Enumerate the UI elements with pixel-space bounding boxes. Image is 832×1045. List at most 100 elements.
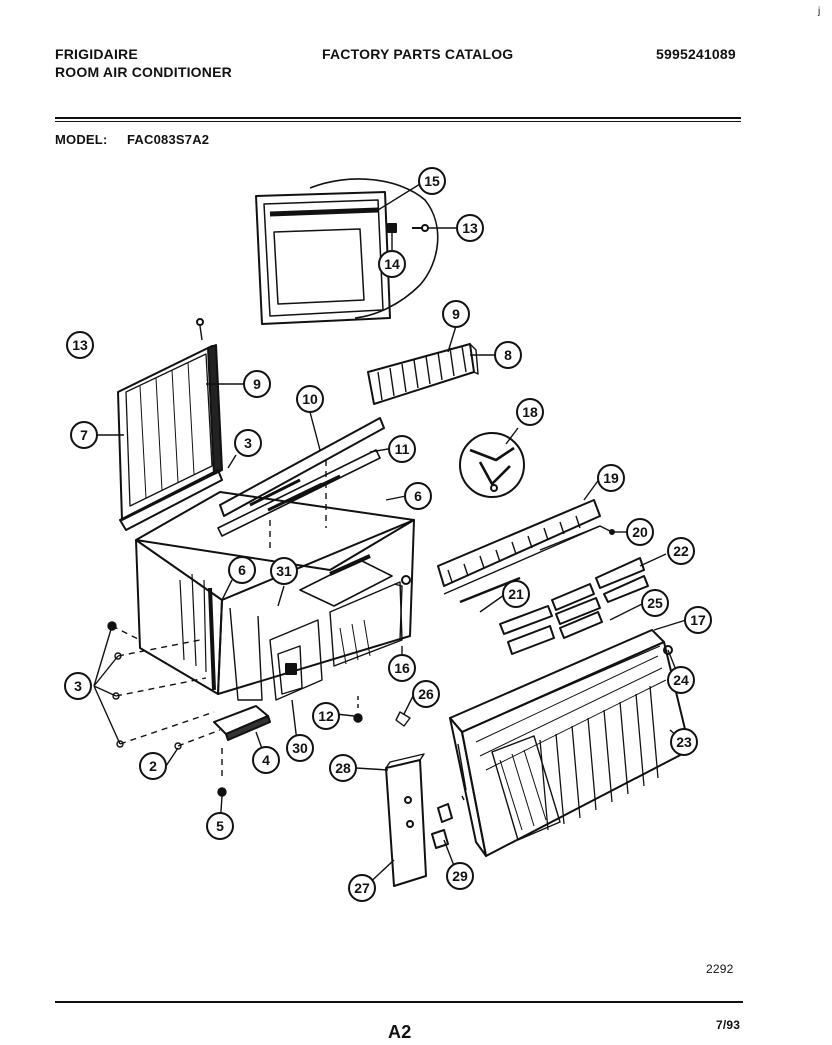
- callout-circle: [446, 862, 474, 890]
- callout-6: 6: [228, 556, 256, 584]
- callout-circle: [70, 421, 98, 449]
- callout-circle: [388, 654, 416, 682]
- callout-circle: [412, 680, 440, 708]
- callout-number: 6: [238, 562, 246, 578]
- leader-lines: [93, 183, 687, 889]
- callout-circle: [442, 300, 470, 328]
- callout-circle: [388, 435, 416, 463]
- footer-rule: [55, 1001, 743, 1003]
- callout-6: 6: [404, 482, 432, 510]
- callout-number: 24: [673, 672, 689, 688]
- callout-8: 8: [494, 341, 522, 369]
- callout-29: 29: [446, 862, 474, 890]
- callout-circle: [66, 331, 94, 359]
- callout-27: 27: [348, 874, 376, 902]
- callout-25: 25: [641, 589, 669, 617]
- callout-number: 10: [302, 391, 318, 407]
- callout-number: 18: [522, 404, 538, 420]
- callout-circle: [312, 702, 340, 730]
- revision-date: 7/93: [716, 1018, 741, 1032]
- callout-number: 9: [452, 306, 460, 322]
- callout-12: 12: [312, 702, 340, 730]
- callout-number: 16: [394, 660, 410, 676]
- callout-number: 2: [149, 758, 157, 774]
- catalog-number: 5995241089: [656, 46, 736, 62]
- callout-23: 23: [670, 728, 698, 756]
- drawing-code: 2292: [706, 962, 734, 976]
- callout-5: 5: [206, 812, 234, 840]
- callout-number: 15: [424, 173, 440, 189]
- callout-number: 17: [690, 612, 706, 628]
- model-label: MODEL:: [55, 132, 108, 147]
- side-panel-drawing: [117, 318, 223, 531]
- callout-17: 17: [684, 606, 712, 634]
- callout-circle: [626, 518, 654, 546]
- callout-circle: [404, 482, 432, 510]
- base-pan-drawing: [213, 705, 271, 741]
- callout-circle: [139, 752, 167, 780]
- callout-number: 12: [318, 708, 334, 724]
- catalog-title: FACTORY PARTS CATALOG: [322, 46, 514, 62]
- callout-circle: [684, 606, 712, 634]
- callout-circle: [270, 557, 298, 585]
- callout-7: 7: [70, 421, 98, 449]
- product-name: ROOM AIR CONDITIONER: [55, 64, 232, 80]
- callout-21: 21: [502, 580, 530, 608]
- callout-number: 29: [452, 868, 468, 884]
- model-value: FAC083S7A2: [127, 132, 210, 147]
- callout-18: 18: [516, 398, 544, 426]
- callout-circle: [252, 746, 280, 774]
- callout-circle: [348, 874, 376, 902]
- callout-13: 13: [66, 331, 94, 359]
- callout-circle: [243, 370, 271, 398]
- callout-number: 30: [292, 740, 308, 756]
- callout-16: 16: [388, 654, 416, 682]
- callout-circle: [641, 589, 669, 617]
- callout-28: 28: [329, 754, 357, 782]
- callout-circle: [418, 167, 446, 195]
- callout-24: 24: [667, 666, 695, 694]
- callout-number: 9: [253, 376, 261, 392]
- callout-number: 5: [216, 818, 224, 834]
- top-bracket-drawing: [217, 417, 385, 552]
- callout-circle: [667, 666, 695, 694]
- callout-22: 22: [667, 537, 695, 565]
- callout-circle: [456, 214, 484, 242]
- callout-20: 20: [626, 518, 654, 546]
- callout-number: 14: [384, 256, 400, 272]
- page-label: A2: [388, 1022, 412, 1042]
- callout-2: 2: [139, 752, 167, 780]
- callout-circle: [516, 398, 544, 426]
- callout-26: 26: [412, 680, 440, 708]
- cabinet-drawing: [135, 491, 415, 701]
- callout-number: 4: [262, 752, 270, 768]
- callout-9: 9: [243, 370, 271, 398]
- callout-circle: [228, 556, 256, 584]
- brand-name: FRIGIDAIRE: [55, 46, 138, 62]
- callout-number: 27: [354, 880, 370, 896]
- control-bracket-drawing: [385, 753, 453, 887]
- louver-assembly-drawing: [437, 499, 615, 604]
- callout-number: 20: [632, 524, 648, 540]
- callout-circle: [296, 385, 324, 413]
- inset-panel-drawing: [255, 178, 439, 325]
- callout-14: 14: [378, 250, 406, 278]
- callout-number: 8: [504, 347, 512, 363]
- callout-number: 21: [508, 586, 524, 602]
- callout-30: 30: [286, 734, 314, 762]
- callout-number: 3: [74, 678, 82, 694]
- callout-number: 19: [603, 470, 619, 486]
- callout-10: 10: [296, 385, 324, 413]
- callout-number: 28: [335, 760, 351, 776]
- callout-3: 3: [64, 672, 92, 700]
- callout-circle: [667, 537, 695, 565]
- callout-number: 26: [418, 686, 434, 702]
- callout-circle: [670, 728, 698, 756]
- callout-15: 15: [418, 167, 446, 195]
- header-rule-bottom: [55, 121, 741, 122]
- corner-mark: j: [818, 6, 821, 17]
- callout-number: 31: [276, 563, 292, 579]
- callout-circle: [329, 754, 357, 782]
- callout-circle: [378, 250, 406, 278]
